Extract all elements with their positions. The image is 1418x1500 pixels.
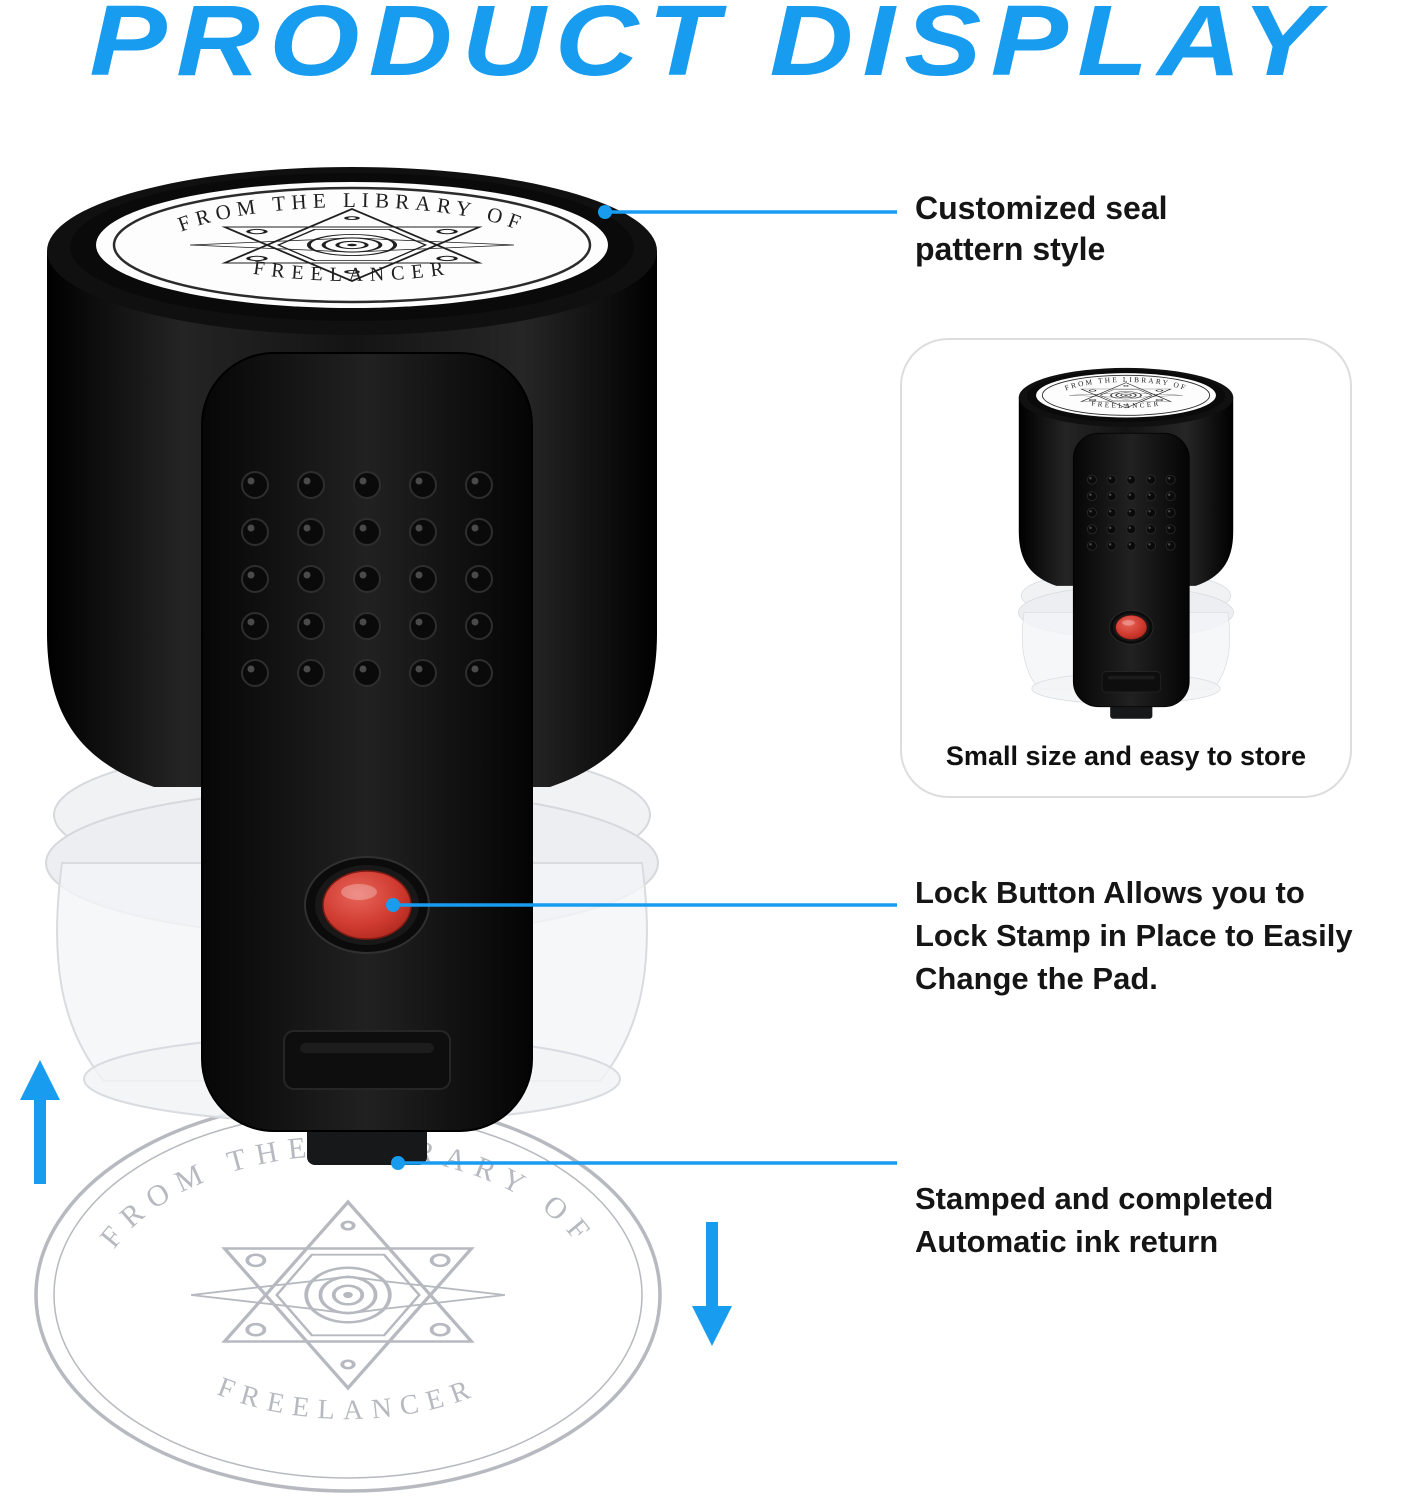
up-arrow-icon xyxy=(20,1060,60,1184)
inset-card: Small size and easy to store xyxy=(900,338,1352,798)
inset-caption: Small size and easy to store xyxy=(945,741,1307,771)
leader-lines xyxy=(386,205,897,1170)
down-arrow-icon xyxy=(692,1222,732,1346)
annotation-lock-button: Lock Button Allows you to Lock Stamp in … xyxy=(915,875,1353,996)
stamp-product-photo xyxy=(46,167,658,1165)
svg-text:FREELANCER: FREELANCER xyxy=(213,1372,482,1427)
impression-bottom-text: FREELANCER xyxy=(213,1372,473,1427)
inset-stamp-photo xyxy=(1010,366,1242,722)
annotation-seal-pattern: Customized seal pattern style xyxy=(915,190,1168,267)
impression-star-icon xyxy=(189,1200,507,1390)
annotation-ink-return: Stamped and completed Automatic ink retu… xyxy=(915,1181,1274,1259)
page-title: PRODUCT DISPLAY xyxy=(89,0,1329,97)
